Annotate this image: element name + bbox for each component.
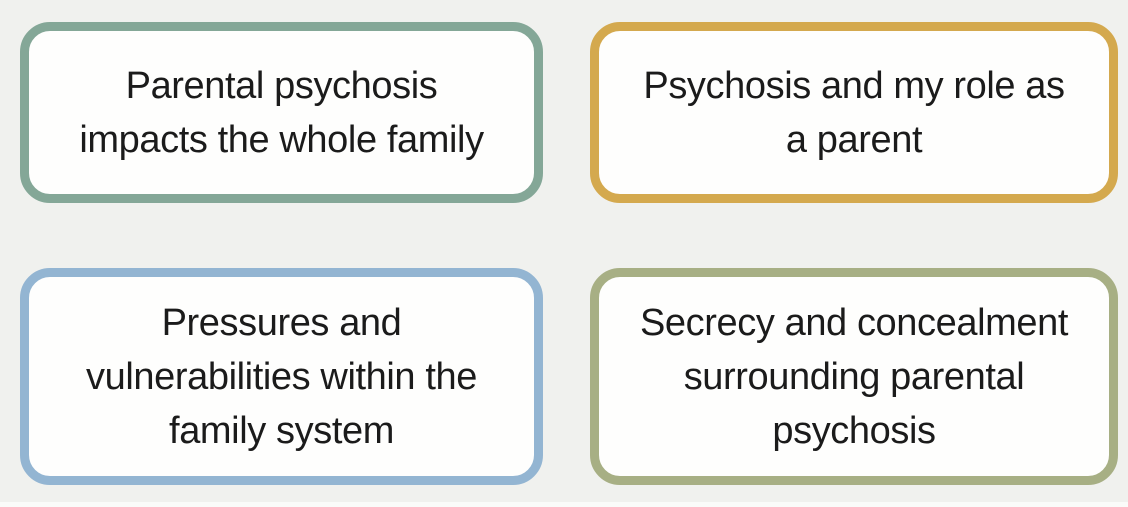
theme-box-pressures-and-vulnerabilities: Pressures and vulnerabilities within the…	[20, 268, 543, 485]
page-edge-strip	[0, 502, 1128, 507]
theme-box-text-line: surrounding parental	[683, 355, 1025, 398]
theme-box-text-line: Psychosis and my role as	[643, 64, 1065, 107]
theme-box-text-line: vulnerabilities within the	[86, 355, 477, 398]
theme-box-text-line: Pressures and	[161, 301, 402, 344]
theme-box-text-line: Parental psychosis	[125, 64, 438, 107]
theme-box-text-line: a parent	[785, 118, 923, 161]
theme-box-psychosis-and-my-role-as-parent: Psychosis and my role as a parent	[590, 22, 1118, 203]
theme-box-secrecy-and-concealment: Secrecy and concealment surrounding pare…	[590, 268, 1118, 485]
theme-box-text-line: impacts the whole family	[79, 118, 484, 161]
theme-box-text-line: Secrecy and concealment	[639, 301, 1069, 344]
theme-box-parental-psychosis-impacts-family: Parental psychosis impacts the whole fam…	[20, 22, 543, 203]
theme-box-text-line: psychosis	[772, 409, 936, 452]
theme-box-text-line: family system	[169, 409, 394, 452]
